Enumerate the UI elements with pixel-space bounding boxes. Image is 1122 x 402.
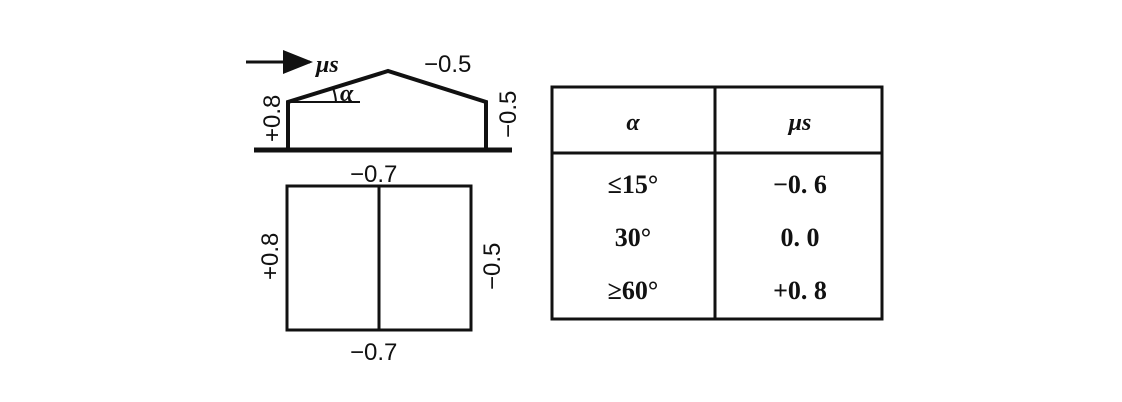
plan-drawing: −0.7 −0.7 +0.8 −0.5	[257, 161, 506, 366]
leeward-roof-value: −0.5	[424, 51, 471, 78]
table-header-angle: α	[626, 110, 640, 136]
table-cell-angle-row1: ≤15°	[608, 170, 659, 199]
wind-coefficient-label: μs	[314, 52, 339, 78]
table-header-coefficient: μs	[787, 110, 812, 136]
table-cell-coefficient-row3: +0. 8	[773, 276, 827, 305]
table-border	[550, 85, 884, 321]
coefficient-table: α μs ≤15° −0. 6 30° 0. 0 ≥60° +0. 8	[550, 85, 884, 321]
plan-left-value: +0.8	[257, 233, 284, 280]
table-cell-coefficient-row1: −0. 6	[773, 170, 827, 199]
plan-top-value: −0.7	[350, 161, 397, 188]
table-cell-angle-row2: 30°	[615, 223, 651, 252]
table-cell-angle-row3: ≥60°	[608, 276, 659, 305]
plan-right-value: −0.5	[479, 243, 506, 290]
windward-wall-value: +0.8	[259, 95, 286, 142]
building-outline	[286, 68, 488, 150]
angle-arc	[332, 87, 337, 103]
plan-bottom-value: −0.7	[350, 339, 397, 366]
table-cell-coefficient-row2: 0. 0	[781, 223, 820, 252]
leeward-wall-value: −0.5	[495, 91, 522, 138]
angle-label: α	[340, 81, 354, 107]
elevation-drawing: μs α −0.5 +0.8 −0.5	[246, 50, 522, 153]
